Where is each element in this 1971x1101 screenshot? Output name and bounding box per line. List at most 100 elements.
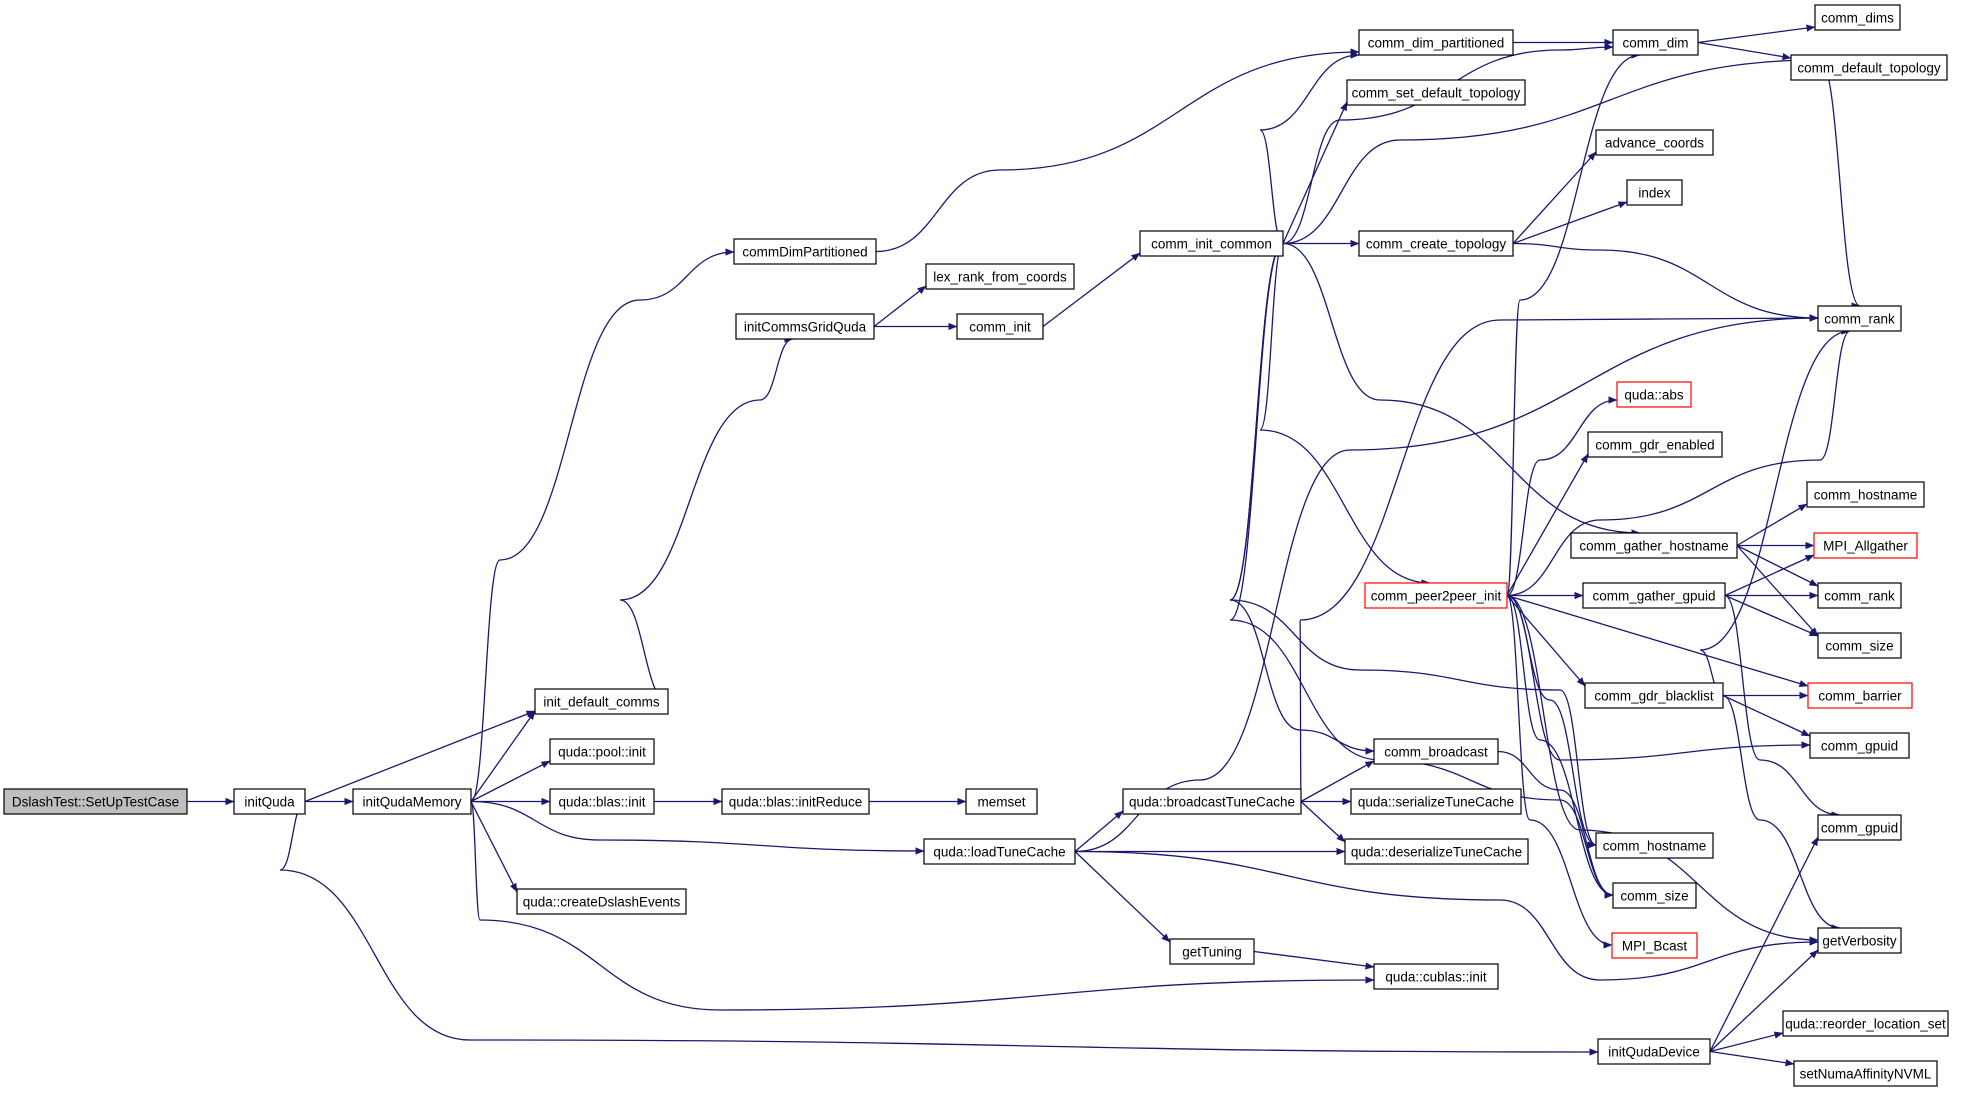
- edge-commGatherGpuid-to-commGpuid2: [1724, 594, 1841, 819]
- node-set-numa-affinity[interactable]: setNumaAffinityNVML: [1793, 1060, 1938, 1087]
- edge-initQudaMemory-to-cublasInit: [470, 800, 1375, 1011]
- node-lex-rank[interactable]: lex_rank_from_coords: [925, 263, 1075, 290]
- node-comm-size[interactable]: comm_size: [1612, 882, 1697, 909]
- node-label: quda::blas::init: [558, 795, 645, 810]
- edge-line: [1299, 314, 1819, 803]
- node-comm-gpuid[interactable]: comm_gpuid: [1809, 732, 1910, 759]
- node-comm-init-common[interactable]: comm_init_common: [1139, 230, 1284, 257]
- node-box: [1350, 788, 1522, 815]
- edge-commGdrBlacklist-to-commGpuid: [1722, 694, 1811, 737]
- edge-initQuda-to-initQudaDevice: [279, 800, 1599, 1056]
- node-comm-init[interactable]: comm_init: [956, 313, 1044, 340]
- edge-initQudaMemory-to-createDslashEvents: [470, 801, 518, 893]
- node-create-dslash-events[interactable]: quda::createDslashEvents: [516, 888, 687, 915]
- node-comm-hostname-r[interactable]: comm_hostname: [1806, 481, 1925, 508]
- node-index[interactable]: index: [1626, 179, 1683, 206]
- node-comm-size2[interactable]: comm_size: [1817, 632, 1902, 659]
- node-get-verbosity[interactable]: getVerbosity: [1817, 927, 1902, 954]
- node-comm-dim[interactable]: comm_dim: [1612, 29, 1699, 56]
- node-mpi-allgather[interactable]: MPI_Allgather: [1813, 532, 1918, 559]
- node-comm-rank2[interactable]: comm_rank: [1817, 582, 1902, 609]
- node-comm-peer2peer-init[interactable]: comm_peer2peer_init: [1364, 582, 1508, 609]
- node-init-quda[interactable]: initQuda: [233, 788, 306, 815]
- node-load-tune-cache[interactable]: quda::loadTuneCache: [923, 838, 1076, 865]
- node-pool-init[interactable]: quda::pool::init: [549, 738, 655, 765]
- node-box: [1373, 963, 1499, 990]
- node-label: DslashTest::SetUpTestCase: [12, 795, 179, 810]
- node-box: [1814, 4, 1901, 31]
- node-label: comm_gpuid: [1821, 739, 1898, 754]
- node-label: comm_init: [969, 320, 1031, 335]
- node-comm-gather-hostname[interactable]: comm_gather_hostname: [1570, 532, 1738, 559]
- node-comm-gpuid2[interactable]: comm_gpuid: [1817, 814, 1902, 841]
- node-label: getTuning: [1182, 945, 1242, 960]
- node-blas-init[interactable]: quda::blas::init: [549, 788, 655, 815]
- edge-line: [304, 710, 536, 803]
- edge-line: [279, 800, 1599, 1056]
- edge-line: [1512, 201, 1628, 245]
- node-comm-hostname[interactable]: comm_hostname: [1595, 832, 1714, 859]
- node-box: [965, 788, 1038, 815]
- edge-line: [1506, 594, 1811, 761]
- edge-commPeer2peerInit-to-commDim: [1506, 51, 1641, 597]
- edge-commCreateTopology-to-index: [1512, 201, 1628, 245]
- node-label: comm_set_default_topology: [1352, 86, 1521, 101]
- node-comm-gdr-enabled[interactable]: comm_gdr_enabled: [1587, 431, 1723, 458]
- edge-line: [1709, 1050, 1795, 1067]
- node-comm-dims[interactable]: comm_dims: [1814, 4, 1901, 31]
- node-comm-gather-gpuid[interactable]: comm_gather_gpuid: [1582, 582, 1726, 609]
- edge-line: [1506, 51, 1641, 597]
- edge-line: [1229, 242, 1597, 849]
- node-label: index: [1638, 186, 1671, 201]
- node-box: [1139, 230, 1284, 257]
- node-cublas-init[interactable]: quda::cublas::init: [1373, 963, 1499, 990]
- edge-broadcastTuneCache-to-deserializeTuneCache: [1300, 801, 1346, 843]
- node-comm-gdr-blacklist[interactable]: comm_gdr_blacklist: [1584, 682, 1724, 709]
- node-comm-dim-partitioned[interactable]: commDimPartitioned: [733, 238, 877, 265]
- node-box: [1364, 582, 1508, 609]
- edge-line: [1722, 694, 1811, 737]
- node-blas-init-reduce[interactable]: quda::blas::initReduce: [721, 788, 870, 815]
- node-reorder-location-set[interactable]: quda::reorder_location_set: [1782, 1010, 1949, 1037]
- edge-line: [1724, 554, 1815, 597]
- node-box: [1807, 682, 1913, 709]
- node-init-quda-device[interactable]: initQudaDevice: [1597, 1038, 1711, 1065]
- node-deserialize-tune-cache[interactable]: quda::deserializeTuneCache: [1344, 838, 1529, 865]
- node-comm-set-default-topology[interactable]: comm_set_default_topology: [1346, 79, 1526, 106]
- node-comm-rank[interactable]: comm_rank: [1817, 305, 1902, 332]
- node-box: [1611, 932, 1698, 959]
- node-comm-broadcast[interactable]: comm_broadcast: [1373, 738, 1499, 765]
- node-label: initCommsGridQuda: [744, 320, 867, 335]
- node-label: comm_gather_hostname: [1579, 539, 1728, 554]
- edge-commInitCommon-to-commSetDefaultTopology: [1282, 101, 1348, 244]
- node-serialize-tune-cache[interactable]: quda::serializeTuneCache: [1350, 788, 1522, 815]
- edge-commInitCommon-to-commDimPartitioned2: [1259, 51, 1360, 245]
- node-comm-dim-partitioned2[interactable]: comm_dim_partitioned: [1358, 29, 1514, 56]
- node-box: [1817, 305, 1902, 332]
- node-label: quda::reorder_location_set: [1785, 1017, 1946, 1032]
- edge-line: [470, 248, 735, 803]
- node-memset[interactable]: memset: [965, 788, 1038, 815]
- edge-commGatherHostname-to-commRank2: [1736, 544, 1819, 587]
- node-box: [1612, 29, 1699, 56]
- node-box: [1595, 832, 1714, 859]
- node-broadcast-tune-cache[interactable]: quda::broadcastTuneCache: [1122, 788, 1302, 815]
- edge-commCreateTopology-to-commRank: [1512, 242, 1819, 322]
- node-box: [1813, 532, 1918, 559]
- node-box: [1616, 381, 1692, 408]
- node-advance-coords[interactable]: advance_coords: [1595, 129, 1714, 156]
- edge-commPeer2peerInit-to-commHostname: [1506, 594, 1597, 849]
- node-init-comms-grid-quda[interactable]: initCommsGridQuda: [735, 313, 875, 340]
- node-init-default-comms[interactable]: init_default_comms: [534, 688, 669, 715]
- node-comm-barrier[interactable]: comm_barrier: [1807, 682, 1913, 709]
- node-mpi-bcast[interactable]: MPI_Bcast: [1611, 932, 1698, 959]
- node-label: comm_dim: [1622, 36, 1688, 51]
- node-init-quda-memory[interactable]: initQudaMemory: [352, 788, 472, 815]
- node-comm-create-topology[interactable]: comm_create_topology: [1358, 230, 1514, 257]
- edge-commDim-to-commDefaultTopology: [1697, 41, 1792, 61]
- node-quda-abs[interactable]: quda::abs: [1616, 381, 1692, 408]
- edge-commInitCommon-to-commSize: [1229, 242, 1614, 899]
- node-get-tuning[interactable]: getTuning: [1169, 938, 1255, 965]
- node-comm-default-topology[interactable]: comm_default_topology: [1790, 54, 1948, 81]
